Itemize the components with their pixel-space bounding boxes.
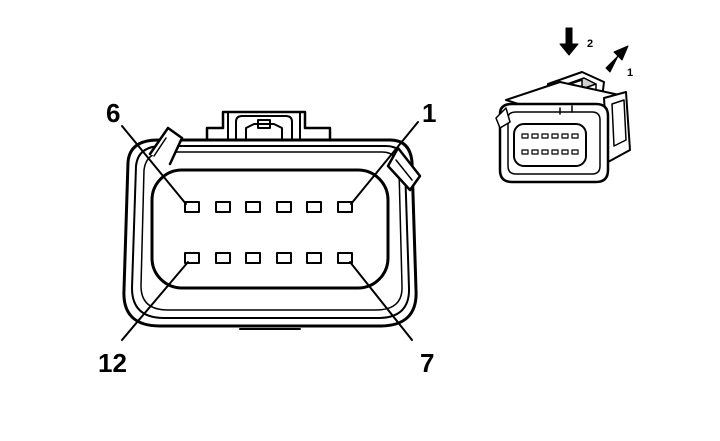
iso-pin-cavity — [513, 123, 587, 167]
leader-lines — [121, 121, 419, 341]
pin-6 — [184, 201, 200, 213]
pin-row-top — [184, 201, 353, 213]
pin-8 — [306, 252, 322, 264]
left-ear — [148, 126, 184, 166]
pin-10 — [245, 252, 261, 264]
pin-cavity-face — [150, 168, 390, 290]
pin-label-12: 12 — [98, 348, 127, 378]
pull-arrow-icon — [605, 45, 629, 73]
connector-isometric-view — [495, 27, 631, 184]
iso-pin-row-bottom — [521, 149, 579, 155]
pin-7 — [337, 252, 353, 264]
pin-4 — [245, 201, 261, 213]
iso-pin-row-top — [521, 133, 579, 139]
pin-3 — [276, 201, 292, 213]
pin-1 — [337, 201, 353, 213]
pin-12 — [184, 252, 200, 264]
pin-9 — [276, 252, 292, 264]
pin-11 — [215, 252, 231, 264]
pin-5 — [215, 201, 231, 213]
pin-label-6: 6 — [106, 98, 120, 128]
pin-label-1: 1 — [422, 98, 436, 128]
pin-2 — [306, 201, 322, 213]
leader-pin-12 — [121, 261, 189, 341]
leader-pin-1 — [350, 121, 419, 205]
leader-pin-7 — [349, 261, 413, 341]
pin-label-7: 7 — [420, 348, 434, 378]
press-arrow-label: 2 — [587, 38, 593, 50]
leader-pin-6 — [121, 125, 187, 205]
pin-row-bottom — [184, 252, 353, 264]
pull-arrow-label: 1 — [627, 67, 633, 79]
connector-face-view — [121, 110, 422, 341]
press-arrow-icon — [559, 27, 579, 56]
